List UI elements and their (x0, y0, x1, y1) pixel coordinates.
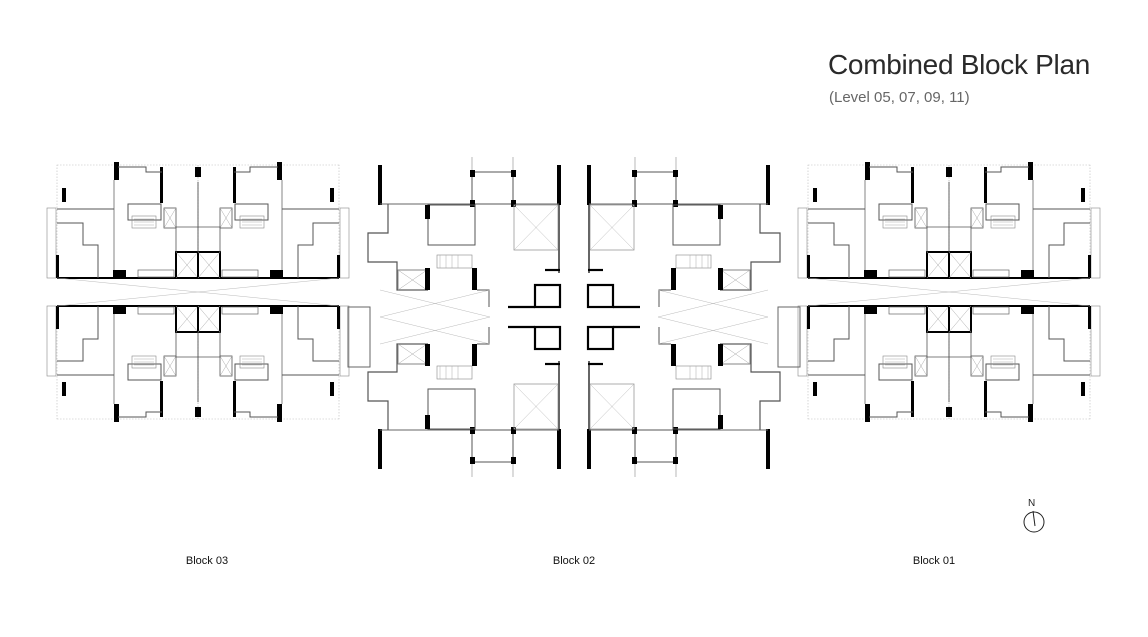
plan-title: Combined Block Plan (828, 49, 1090, 80)
block-03-label: Block 03 (185, 555, 229, 567)
link-bridges (347, 306, 801, 368)
north-label: N (1028, 498, 1036, 509)
block-02-label: Block 02 (552, 555, 596, 567)
block-01-label: Block 01 (912, 555, 956, 567)
north-arrow-icon (1023, 510, 1045, 533)
block-01-plan (797, 161, 1101, 423)
block-02-plan (366, 155, 782, 479)
block-03-plan (46, 161, 350, 423)
plan-subtitle: (Level 05, 07, 09, 11) (829, 89, 970, 106)
